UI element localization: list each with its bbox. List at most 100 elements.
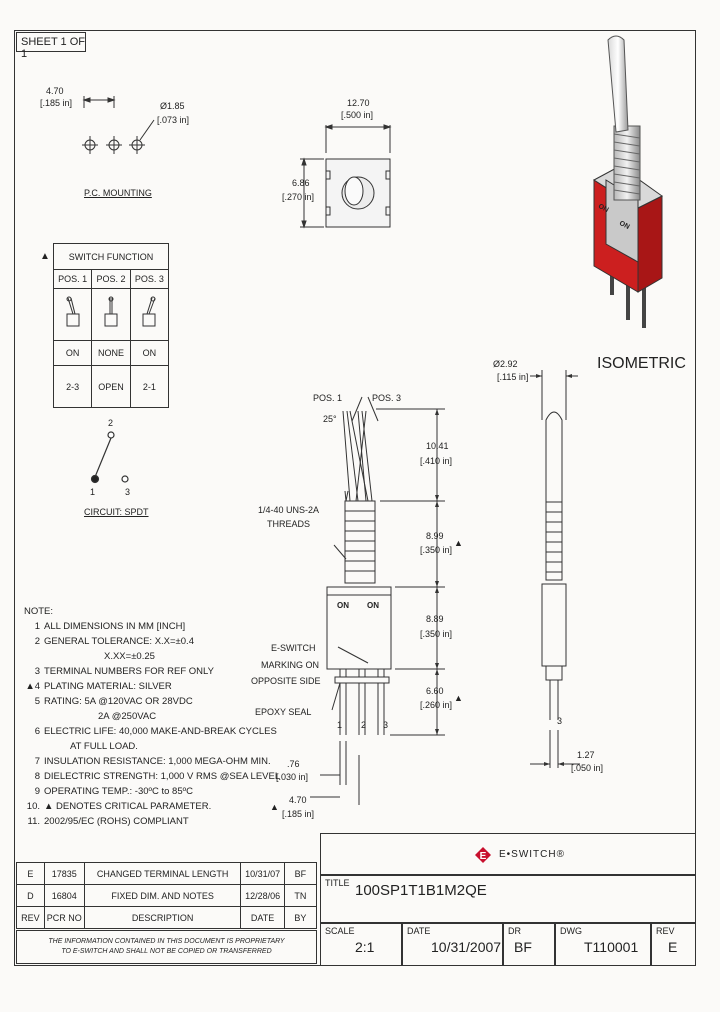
top-width-dim-in: [.500 in] <box>341 110 374 120</box>
note-line: 2A @250VAC <box>98 711 157 722</box>
top-view-drawing <box>300 124 392 229</box>
marking-label-2: MARKING ON <box>261 660 320 670</box>
threads-label-1: 1/4-40 UNS-2A <box>258 505 320 515</box>
pin-width-dim-mm: .76 <box>287 759 300 769</box>
scale-cell: SCALE 2:1 <box>320 923 402 966</box>
revision-row: E 17835 CHANGED TERMINAL LENGTH 10/31/07… <box>16 862 318 885</box>
pin-width-dim-in: [.030 in] <box>276 772 309 782</box>
lever-dia-dim-mm: Ø2.92 <box>493 359 518 369</box>
switch-function-title: SWITCH FUNCTION <box>53 243 169 270</box>
lever-height-dim-in: [.410 in] <box>420 456 453 466</box>
top-height-dim-mm: 6.86 <box>292 178 310 188</box>
pin-thickness-dim-in: [.050 in] <box>571 763 604 773</box>
pos3-lever-icon <box>129 288 170 341</box>
side-term-1: 1 <box>337 720 343 730</box>
critical-marker: ▲ <box>40 251 50 262</box>
isometric-switch <box>593 35 663 328</box>
pc-spacing-dim-mm: 4.70 <box>46 86 64 96</box>
date-value: 10/31/2007 <box>431 939 502 955</box>
pitch-dim-mm: 4.70 <box>289 795 307 805</box>
pos1-connection: 2-3 <box>52 365 93 408</box>
drawing-number-label: DWG <box>560 926 582 936</box>
circuit-pin-2: 2 <box>108 418 114 428</box>
side-view-drawing <box>310 396 445 805</box>
epoxy-seal-label: EPOXY SEAL <box>255 707 312 717</box>
circuit-label: CIRCUIT: SPDT <box>84 507 149 517</box>
pos2-connection: OPEN <box>91 365 131 408</box>
switch-function-table: SWITCH FUNCTION POS. 1 POS. 2 POS. 3 ON … <box>52 243 170 408</box>
notes-title: NOTE: <box>24 606 54 617</box>
revision-row: D 16804 FIXED DIM. AND NOTES 12/28/06 TN <box>16 884 318 907</box>
logo-cell: E E•SWITCH® <box>320 833 696 875</box>
terminal-critical-marker: ▲ <box>454 693 463 703</box>
revision-table: E 17835 CHANGED TERMINAL LENGTH 10/31/07… <box>16 862 318 929</box>
note-line: 11.2002/95/EC (ROHS) COMPLIANT <box>27 816 189 827</box>
rev-cell: REV E <box>651 923 696 966</box>
lever-angle-label: 25° <box>323 414 337 424</box>
drawn-by-label: DR <box>508 926 521 936</box>
circuit-pin-1: 1 <box>90 487 96 497</box>
logo-text: E•SWITCH® <box>499 849 565 860</box>
pc-mounting-label: P.C. MOUNTING <box>84 188 152 198</box>
col-pos3: POS. 3 <box>129 269 170 289</box>
drawing-number-cell: DWG T110001 <box>555 923 651 966</box>
lever-dia-dim-in: [.115 in] <box>497 372 529 382</box>
revision-header-row: REV PCR NO DESCRIPTION DATE BY <box>16 906 318 929</box>
side-on-left: ON <box>337 601 349 610</box>
end-view-drawing <box>530 370 580 768</box>
pc-spacing-dim-in: [.185 in] <box>40 98 73 108</box>
scale-label: SCALE <box>325 926 355 936</box>
marking-label-3: OPPOSITE SIDE <box>251 676 321 686</box>
pos1-label: POS. 1 <box>313 393 343 403</box>
pitch-dim-in: [.185 in] <box>282 809 315 819</box>
rev-value: E <box>668 939 678 955</box>
top-height-dim-in: [.270 in] <box>282 192 315 202</box>
date-cell: DATE 10/31/2007 <box>402 923 503 966</box>
bushing-dim-mm: 8.99 <box>426 531 444 541</box>
spdt-symbol <box>90 431 129 484</box>
marking-label-1: E-SWITCH <box>271 643 316 653</box>
scale-value: 2:1 <box>355 939 375 955</box>
note-line: 10.▲ DENOTES CRITICAL PARAMETER. <box>26 801 212 812</box>
col-pos2: POS. 2 <box>91 269 131 289</box>
threads-label-2: THREADS <box>267 519 311 529</box>
pc-hole-dim-in: [.073 in] <box>157 115 190 125</box>
pitch-critical-marker: ▲ <box>270 802 279 812</box>
note-line: X.XX=±0.25 <box>104 651 155 662</box>
e-switch-logo-icon: E <box>475 847 491 863</box>
rev-label: REV <box>656 926 675 936</box>
bushing-critical-marker: ▲ <box>454 538 463 548</box>
circuit-pin-3: 3 <box>125 487 131 497</box>
bushing-dim-in: [.350 in] <box>420 545 453 555</box>
pc-mounting-holes <box>82 96 155 154</box>
note-line: AT FULL LOAD. <box>70 741 138 752</box>
drawn-by-value: BF <box>514 939 532 955</box>
disclaimer: THE INFORMATION CONTAINED IN THIS DOCUME… <box>16 930 317 964</box>
top-width-dim-mm: 12.70 <box>347 98 370 108</box>
date-label: DATE <box>407 926 431 936</box>
pin-thickness-dim-mm: 1.27 <box>577 750 595 760</box>
side-term-2: 2 <box>361 720 367 730</box>
side-term-3: 3 <box>383 720 389 730</box>
side-on-right: ON <box>367 601 379 610</box>
drawing-number-value: T110001 <box>584 939 639 955</box>
pos3-label: POS. 3 <box>372 393 402 403</box>
pos2-lever-icon <box>91 288 131 341</box>
pos3-connection: 2-1 <box>129 365 170 408</box>
pos1-lever-icon <box>52 288 93 341</box>
sheet-number: SHEET 1 OF 1 <box>16 32 86 60</box>
drawn-by-cell: DR BF <box>503 923 555 966</box>
pos3-state: ON <box>129 340 170 366</box>
svg-text:E: E <box>480 851 487 862</box>
isometric-label: ISOMETRIC <box>597 355 686 372</box>
terminal-dim-mm: 6.60 <box>426 686 444 696</box>
